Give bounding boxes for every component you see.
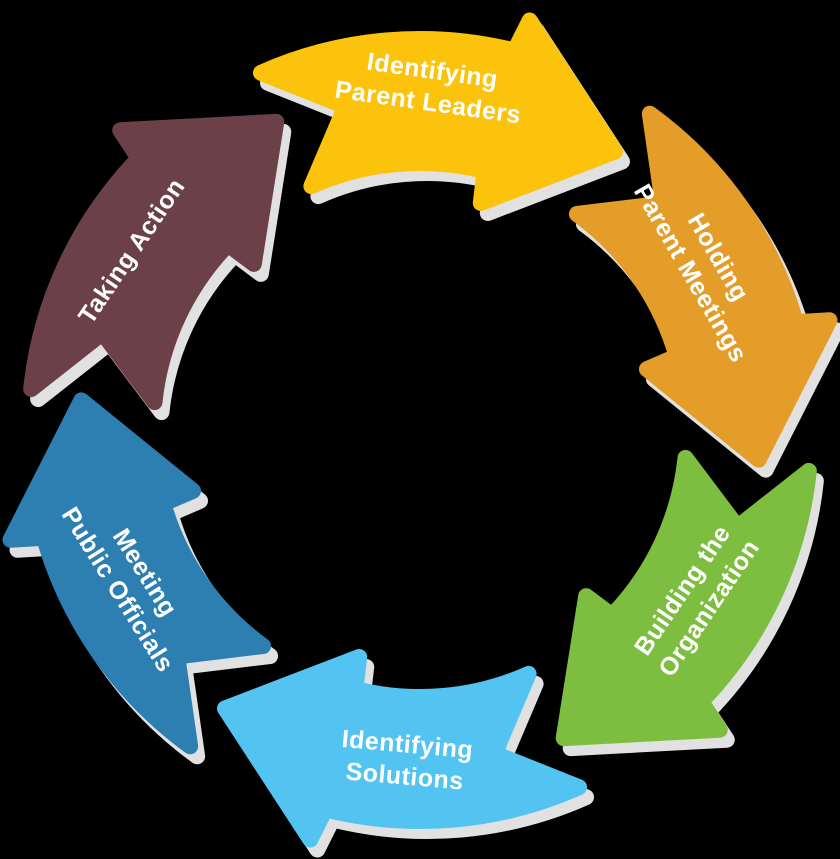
cycle-diagram-canvas: Identifying Parent Leaders Holding Paren… bbox=[0, 0, 840, 859]
cycle-diagram: Identifying Parent Leaders Holding Paren… bbox=[0, 0, 840, 859]
